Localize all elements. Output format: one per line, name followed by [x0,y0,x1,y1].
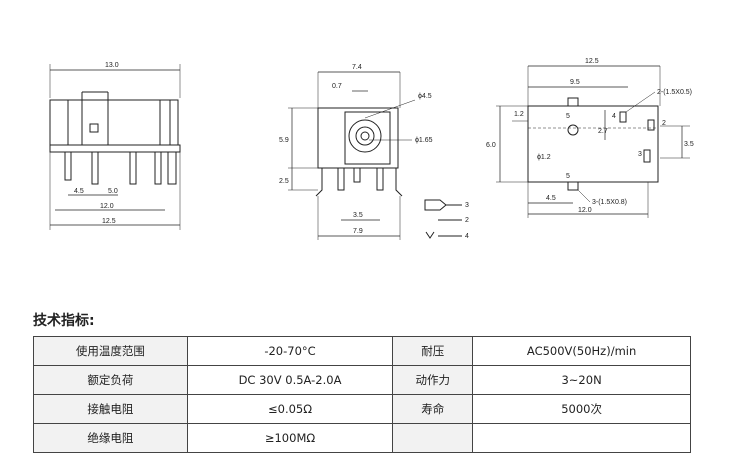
pad-label-5-top: 5 [566,113,570,120]
dim-12-0-bottom: 12.0 [578,207,592,214]
dim-phi-4-5: ϕ4.5 [418,93,432,100]
dim-3-5-right: 3.5 [684,141,694,148]
side-pin [167,151,177,185]
jack-outer-circle [348,119,382,153]
pad-3 [643,149,651,163]
spec-value: -20-70°C [186,336,394,366]
dim-6-0: 6.0 [486,142,496,149]
side-body [49,99,179,146]
pin-label-3: 3 [465,202,469,209]
spec-value [472,423,691,453]
dim-5-0: 5.0 [108,188,118,195]
pad-label-4: 4 [612,113,616,120]
jack-inner-circle [360,131,370,141]
dim-3-5: 3.5 [353,212,363,219]
pin-label-4: 4 [465,233,469,240]
dim-phi-1-65: ϕ1.65 [415,137,433,144]
dim-0-7: 0.7 [332,83,342,90]
spec-label: 额定负荷 [33,365,188,395]
table-row: 绝缘电阻 ≥100MΩ [33,423,691,453]
spec-value: 3~20N [472,365,691,395]
pad-5-bottom [567,181,579,191]
dim-12-5: 12.5 [102,218,116,225]
plug-symbol [424,199,447,211]
side-pin [154,151,162,185]
dim-7-4: 7.4 [352,64,362,71]
dim-4-5-bottom: 4.5 [546,195,556,202]
dim-1-2: 1.2 [514,111,524,118]
specs-table: 使用温度范围 -20-70°C 耐压 AC500V(50Hz)/min 额定负荷… [33,336,691,453]
spec-label: 使用温度范围 [33,336,188,366]
dim-5-9: 5.9 [279,137,289,144]
side-window [89,123,99,133]
spec-value: ≤0.05Ω [186,394,394,424]
spec-label: 寿命 [392,394,474,424]
pad-5-top [567,97,579,107]
pad-4 [619,111,627,123]
note-2-pads: 2-(1.5X0.5) [657,89,692,96]
dim-13-0: 13.0 [105,62,119,69]
side-pin [64,151,72,181]
front-pin [337,167,345,191]
note-3-pads: 3-(1.5X0.8) [592,199,627,206]
front-pin [376,167,384,191]
specs-title: 技术指标: [33,313,95,329]
spec-label: 耐压 [392,336,474,366]
side-view: 13.0 4.5 5.0 12.0 12.5 [49,62,181,230]
dim-phi-1-2: ϕ1.2 [537,154,551,161]
dim-2-5: 2.5 [279,178,289,185]
pad-label-3: 3 [638,151,642,158]
spec-label [392,423,474,453]
front-view: 7.4 0.7 ϕ4.5 ϕ1.65 5.9 2.5 3.5 7.9 [279,64,469,240]
pad-label-2: 2 [662,120,666,127]
technical-drawing: 13.0 4.5 5.0 12.0 12.5 7.4 0.7 [49,58,694,240]
table-row: 额定负荷 DC 30V 0.5A-2.0A 动作力 3~20N [33,365,691,395]
footprint-view: 12.5 9.5 ϕ1.2 5 4 2 3 5 2-(1.5X0.5) 3-(1… [486,58,694,218]
spec-label: 动作力 [392,365,474,395]
spec-value: 5000次 [472,394,691,424]
table-row: 使用温度范围 -20-70°C 耐压 AC500V(50Hz)/min [33,336,691,366]
side-pin [91,151,99,185]
front-body [317,107,399,169]
front-pin [395,168,403,197]
front-pin [353,167,361,183]
spec-value: DC 30V 0.5A-2.0A [186,365,394,395]
pin-label-2: 2 [465,217,469,224]
pad-2 [647,119,655,131]
spec-value: ≥100MΩ [186,423,394,453]
spec-value: AC500V(50Hz)/min [472,336,691,366]
front-pin [315,168,323,197]
dim-4-5: 4.5 [74,188,84,195]
dim-7-9: 7.9 [353,228,363,235]
spec-label: 接触电阻 [33,394,188,424]
table-row: 接触电阻 ≤0.05Ω 寿命 5000次 [33,394,691,424]
side-pin [129,151,137,185]
pad-label-5-bottom: 5 [566,173,570,180]
mount-hole [567,124,579,136]
footprint-body [527,105,659,183]
dim-12-0: 12.0 [100,203,114,210]
dim-9-5: 9.5 [570,79,580,86]
spec-label: 绝缘电阻 [33,423,188,453]
dim-2-7: 2.7 [598,128,608,135]
dim-12-5-top: 12.5 [585,58,599,65]
